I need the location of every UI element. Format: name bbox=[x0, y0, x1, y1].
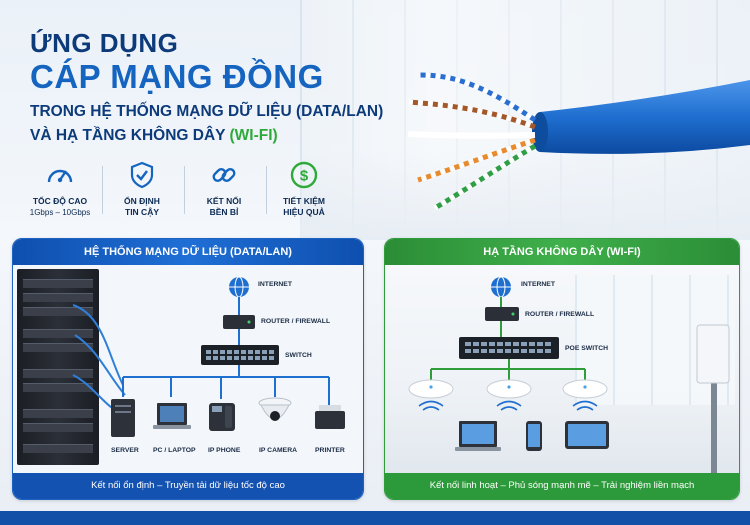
wifi-panel-footer: Kết nối linh hoạt – Phủ sóng mạnh mẽ – T… bbox=[385, 473, 739, 499]
title-line-1: ỨNG DỤNG bbox=[30, 28, 179, 58]
feature-connect: KẾT NỐI BỀN BỈ bbox=[186, 160, 262, 218]
feature-connect-sub: BỀN BỈ bbox=[209, 207, 239, 217]
title-line-2: CÁP MẠNG ĐỒNG bbox=[30, 58, 324, 95]
svg-text:$: $ bbox=[300, 168, 309, 185]
office-floor bbox=[300, 150, 750, 240]
title-line-4-prefix: VÀ HẠ TẦNG KHÔNG DÂY bbox=[30, 127, 230, 144]
feature-stable-label: ỔN ĐỊNH bbox=[124, 196, 160, 206]
feature-divider bbox=[266, 166, 267, 214]
bottom-bar bbox=[0, 511, 750, 525]
feature-speed-label: TỐC ĐỘ CAO bbox=[32, 196, 88, 206]
feature-saving-sub: HIỆU QUẢ bbox=[283, 207, 325, 217]
feature-list: TỐC ĐỘ CAO 1Gbps – 10Gbps ỔN ĐỊNH TIN CẬ… bbox=[22, 160, 342, 230]
wifi-internet-label: INTERNET bbox=[521, 281, 555, 288]
wifi-diagram: INTERNET ROUTER / FIREWALL POE SWITCH bbox=[385, 265, 739, 475]
shield-check-icon bbox=[130, 161, 154, 189]
lan-device-phone: IP PHONE bbox=[208, 447, 241, 454]
lan-device-server: SERVER bbox=[111, 447, 139, 454]
feature-divider bbox=[184, 166, 185, 214]
feature-connect-label: KẾT NỐI bbox=[206, 196, 242, 206]
link-icon bbox=[212, 168, 236, 182]
dollar-icon: $ bbox=[290, 161, 318, 189]
speedometer-icon bbox=[47, 169, 73, 183]
lan-panel: HỆ THỐNG MẠNG DỮ LIỆU (DATA/LAN) bbox=[12, 238, 364, 500]
feature-speed: TỐC ĐỘ CAO 1Gbps – 10Gbps bbox=[22, 160, 98, 218]
lan-internet-label: INTERNET bbox=[258, 281, 292, 288]
lan-panel-footer: Kết nối ổn định – Truyền tải dữ liệu tốc… bbox=[13, 473, 363, 499]
lan-device-camera: IP CAMERA bbox=[259, 447, 298, 454]
feature-saving: $ TIẾT KIỆM HIỆU QUẢ bbox=[266, 160, 342, 218]
lan-topology-graphic bbox=[72, 276, 345, 437]
feature-saving-label: TIẾT KIỆM bbox=[282, 196, 326, 206]
wifi-switch-label: POE SWITCH bbox=[565, 345, 609, 352]
wifi-panel: HẠ TẦNG KHÔNG DÂY (WI-FI) bbox=[384, 238, 740, 500]
lan-panel-title: HỆ THỐNG MẠNG DỮ LIỆU (DATA/LAN) bbox=[13, 239, 363, 265]
title-line-4: VÀ HẠ TẦNG KHÔNG DÂY (WI-FI) bbox=[30, 127, 278, 145]
wifi-router-label: ROUTER / FIREWALL bbox=[525, 311, 595, 318]
feature-stable-sub: TIN CẬY bbox=[125, 207, 159, 217]
feature-divider bbox=[102, 166, 103, 214]
server-rack-image bbox=[17, 269, 99, 465]
lan-router-label: ROUTER / FIREWALL bbox=[261, 318, 331, 325]
wifi-topology-graphic bbox=[408, 276, 730, 475]
feature-stable: ỔN ĐỊNH TIN CẬY bbox=[104, 160, 180, 218]
feature-speed-sub: 1Gbps – 10Gbps bbox=[29, 208, 91, 217]
lan-device-printer: PRINTER bbox=[315, 447, 345, 454]
lan-device-pc: PC / LAPTOP bbox=[153, 447, 196, 454]
title-line-3: TRONG HỆ THỐNG MẠNG DỮ LIỆU (DATA/LAN) bbox=[30, 103, 384, 120]
wifi-panel-title: HẠ TẦNG KHÔNG DÂY (WI-FI) bbox=[385, 239, 739, 265]
lan-diagram: INTERNET ROUTER / FIREWALL SWITCH SERVER… bbox=[13, 265, 363, 475]
title-line-4-accent: (WI-FI) bbox=[229, 127, 278, 144]
copper-cable-illustration bbox=[407, 72, 750, 210]
lan-switch-label: SWITCH bbox=[285, 352, 312, 359]
